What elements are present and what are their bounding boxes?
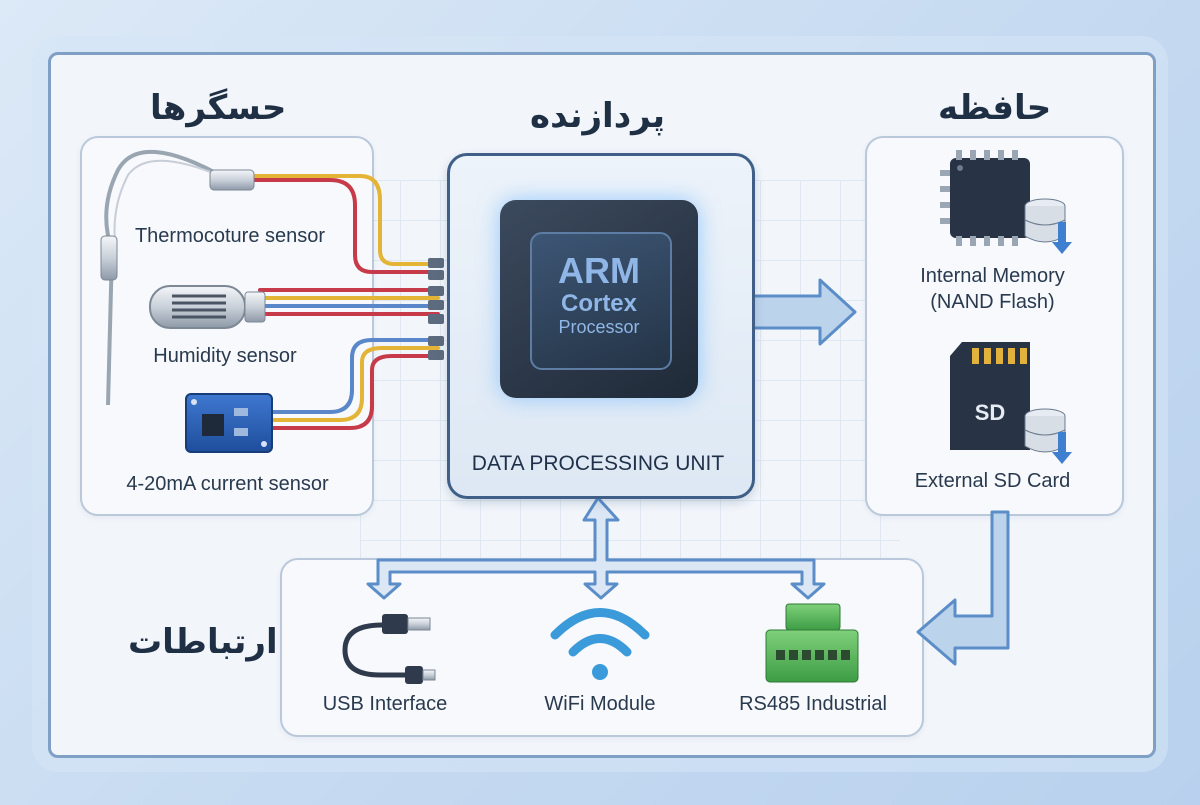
humidity-sensor-icon xyxy=(149,285,266,329)
database-icon-external xyxy=(1024,408,1072,464)
chip-die xyxy=(530,232,672,370)
wifi-module-label: WiFi Module xyxy=(544,693,656,715)
usb-cable-icon xyxy=(342,614,436,684)
rs485-terminal-icon xyxy=(765,603,859,683)
humidity-sensor-label: Humidity sensor xyxy=(153,345,297,367)
external-sd-card-label: External SD Card xyxy=(914,470,1071,492)
current-sensor-label: 4-20mA current sensor xyxy=(126,473,329,495)
sensors-heading: حسگرها xyxy=(150,88,287,128)
rs485-industrial-label: RS485 Industrial xyxy=(739,693,887,715)
processor-communications-bus xyxy=(366,496,826,600)
memory-to-communications-arrow xyxy=(916,510,1010,666)
current-sensor-board-icon xyxy=(185,393,273,453)
sd-card-icon: SD xyxy=(950,342,1030,450)
thermocouple-sensor-icon xyxy=(100,149,255,406)
usb-interface-label: USB Interface xyxy=(322,693,448,715)
sensor-wires xyxy=(248,174,440,430)
chip-label-arm: ARM xyxy=(558,250,640,291)
processor-to-memory-arrow xyxy=(748,278,857,346)
thermocouple-sensor-label: Thermocoture sensor xyxy=(134,225,326,247)
processor-connector-pins xyxy=(428,258,444,360)
memory-heading: حافظه xyxy=(938,88,1052,128)
svg-text:SD: SD xyxy=(975,400,1006,425)
chip-label-processor: Processor xyxy=(558,317,640,337)
processor-heading: پردازنده xyxy=(530,96,666,136)
nand-flash-chip-icon xyxy=(940,150,1030,246)
internal-memory-label: Internal Memory xyxy=(920,265,1065,287)
chip-label-cortex: Cortex xyxy=(560,290,638,317)
internal-memory-type-label: (NAND Flash) xyxy=(930,291,1055,313)
communications-heading: ارتباطات xyxy=(128,622,278,662)
wifi-icon xyxy=(550,608,650,680)
processor-caption: DATA PROCESSING UNIT xyxy=(471,452,725,475)
database-icon-internal xyxy=(1024,198,1072,254)
